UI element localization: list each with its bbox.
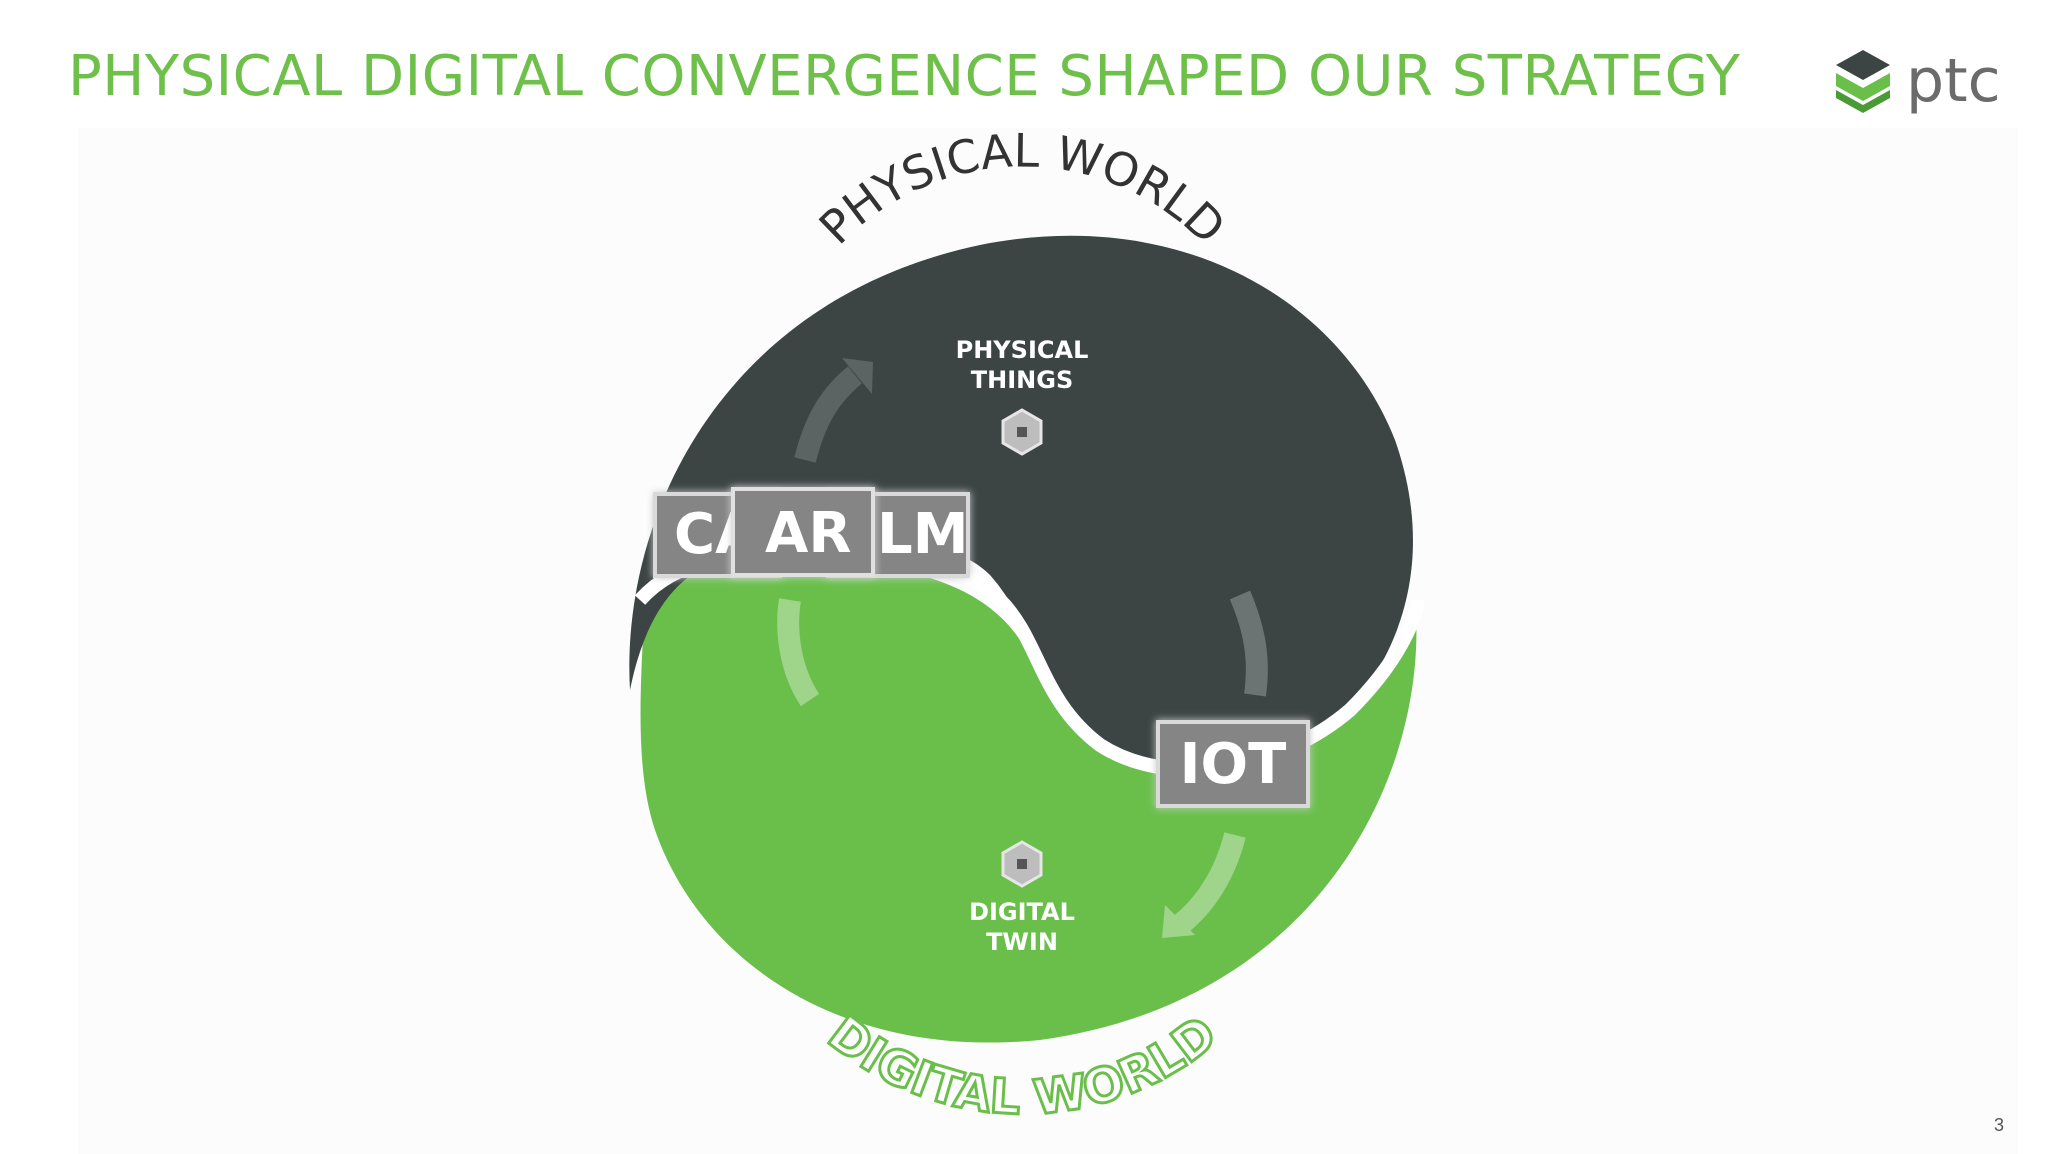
tag-iot: IOT — [1156, 720, 1310, 808]
ptc-stack-icon — [1836, 50, 1890, 113]
page-number: 3 — [1993, 1115, 2004, 1135]
ptc-logo: ptc — [1828, 46, 2008, 116]
slide-title: PHYSICAL DIGITAL CONVERGENCE SHAPED OUR … — [68, 44, 1741, 109]
arrow-up-head — [842, 358, 873, 394]
digital-twin-line-2: TWIN — [986, 928, 1058, 956]
physical-world-label: PHYSICAL WORLD — [809, 123, 1236, 254]
physical-things-line-2: THINGS — [971, 366, 1073, 394]
tag-iot-label: IOT — [1180, 732, 1287, 797]
digital-world-region — [640, 536, 1417, 1043]
physical-things-line-1: PHYSICAL — [956, 336, 1089, 364]
tag-ar-label: AR — [765, 501, 851, 566]
arrow-right-dark — [1229, 590, 1268, 697]
tag-ar: AR — [731, 487, 875, 577]
arrow-down-head — [1162, 905, 1195, 938]
arrow-lower-left — [777, 598, 820, 707]
arrow-down-icon — [1172, 832, 1246, 934]
hexagon-icon — [1001, 840, 1043, 888]
digital-twin-line-1: DIGITAL — [969, 898, 1075, 926]
logo-text: ptc — [1906, 46, 2001, 116]
physical-world-region — [629, 235, 1413, 773]
hexagon-icon — [1001, 408, 1043, 456]
arrow-up-icon — [794, 366, 863, 463]
